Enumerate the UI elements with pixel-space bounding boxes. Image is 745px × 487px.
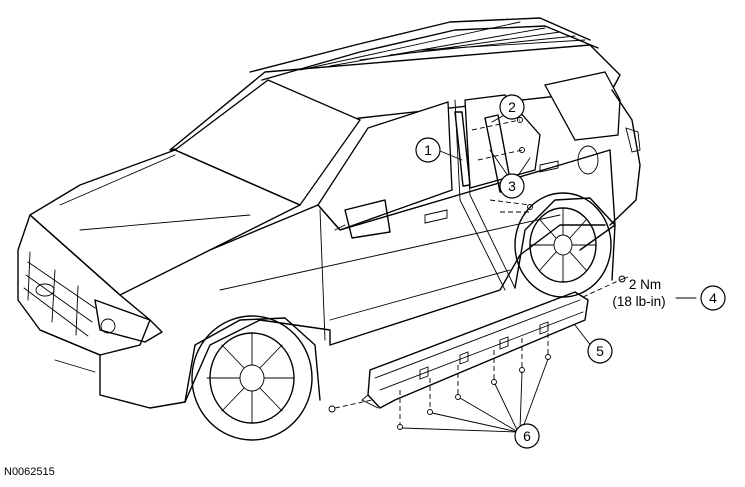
figure-id: N0062515 — [4, 466, 55, 478]
callout-4: 4 — [700, 285, 726, 311]
callout-3-label: 3 — [508, 178, 516, 194]
callout-4-label: 4 — [709, 290, 717, 306]
callout-2-label: 2 — [508, 99, 516, 115]
vehicle-body — [17, 17, 641, 441]
callout-3: 3 — [499, 173, 525, 199]
running-board — [361, 291, 589, 409]
callout-2: 2 — [499, 94, 525, 120]
callout-6-label: 6 — [523, 428, 531, 444]
callout-5-label: 5 — [596, 343, 604, 359]
callout-5: 5 — [587, 338, 613, 364]
torque-lbin: (18 lb-in) — [612, 294, 665, 309]
callout-6: 6 — [514, 423, 540, 449]
leader-lines — [401, 112, 697, 433]
fasteners — [328, 275, 629, 430]
callout-1: 1 — [415, 137, 441, 163]
callout-1-label: 1 — [424, 142, 432, 158]
torque-nm: 2 Nm — [629, 277, 661, 292]
pillar-trim-parts — [454, 111, 533, 213]
